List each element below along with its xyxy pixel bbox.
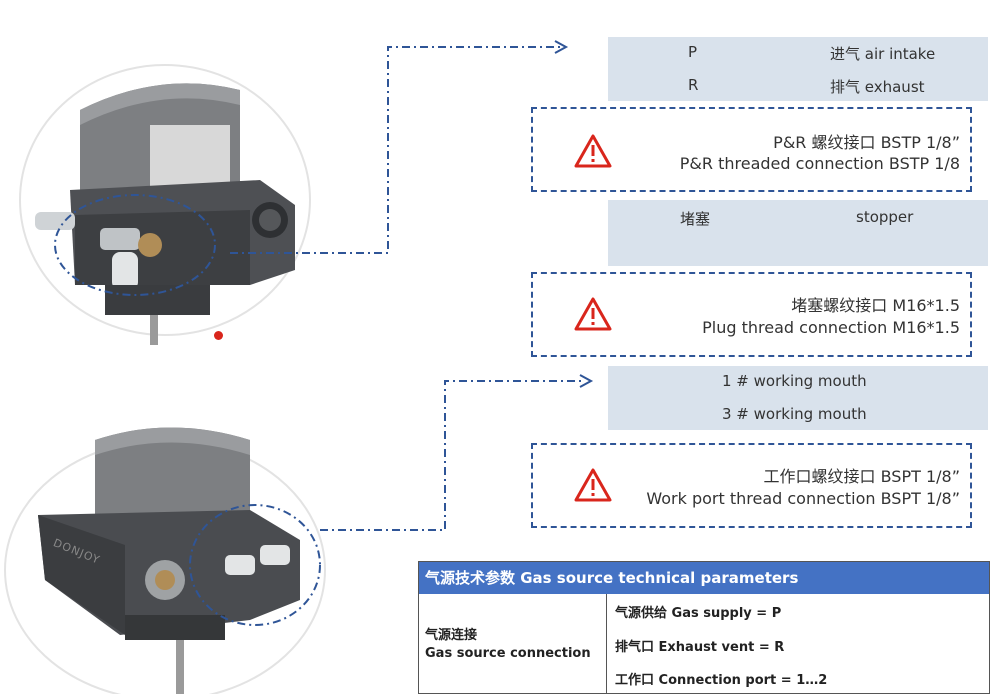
warning-work-line1: 工作口螺纹接口 BSPT 1/8”	[763, 467, 961, 486]
work-mouth-panel: 1 # working mouth 3 # working mouth	[608, 366, 988, 430]
warning-work-line2: Work port thread connection BSPT 1/8”	[646, 489, 960, 508]
stopper-panel: 堵塞 stopper	[608, 200, 988, 266]
red-marker-dot	[214, 331, 223, 340]
callout-line-top	[230, 40, 594, 531]
warning-box-plug: 堵塞螺纹接口 M16*1.5 Plug thread connection M1…	[531, 272, 972, 357]
gas-source-table: 气源技术参数 Gas source technical parameters 气…	[418, 561, 990, 694]
device-bottom-illustration	[4, 427, 326, 694]
gas-source-connection-cell: 气源连接 Gas source connection	[419, 594, 607, 693]
work-mouth-row1: 1 # working mouth	[722, 372, 867, 390]
warning-triangle-icon	[574, 297, 612, 331]
intake-panel: P 进气 air intake R 排气 exhaust	[608, 37, 988, 101]
warning-pr-line1: P&R 螺纹接口 BSTP 1/8”	[773, 133, 960, 152]
warning-box-pr: P&R 螺纹接口 BSTP 1/8” P&R threaded connecti…	[531, 107, 972, 192]
warning-plug-line2: Plug thread connection M16*1.5	[702, 318, 960, 337]
gas-source-connection-cn: 气源连接	[425, 628, 478, 643]
device-top-illustration	[19, 64, 311, 345]
param-connection-port: 工作口 Connection port = 1…2	[615, 673, 828, 688]
warning-plug-line1: 堵塞螺纹接口 M16*1.5	[791, 296, 960, 315]
warning-box-work: 工作口螺纹接口 BSPT 1/8” Work port thread conne…	[531, 443, 972, 528]
work-mouth-row2: 3 # working mouth	[722, 405, 867, 423]
stopper-en: stopper	[856, 208, 914, 226]
param-exhaust-vent: 排气口 Exhaust vent = R	[615, 640, 785, 655]
gas-source-table-header: 气源技术参数 Gas source technical parameters	[419, 562, 989, 594]
param-gas-supply: 气源供给 Gas supply = P	[615, 606, 782, 621]
intake-code-p: P	[688, 43, 698, 61]
warning-triangle-icon	[574, 468, 612, 502]
gas-source-connection-en: Gas source connection	[425, 646, 591, 661]
warning-pr-line2: P&R threaded connection BSTP 1/8	[679, 154, 960, 173]
intake-code-r: R	[688, 76, 699, 94]
intake-label-p: 进气 air intake	[830, 45, 936, 63]
intake-label-r: 排气 exhaust	[830, 78, 925, 96]
warning-triangle-icon	[574, 134, 612, 168]
stopper-cn: 堵塞	[680, 210, 711, 228]
